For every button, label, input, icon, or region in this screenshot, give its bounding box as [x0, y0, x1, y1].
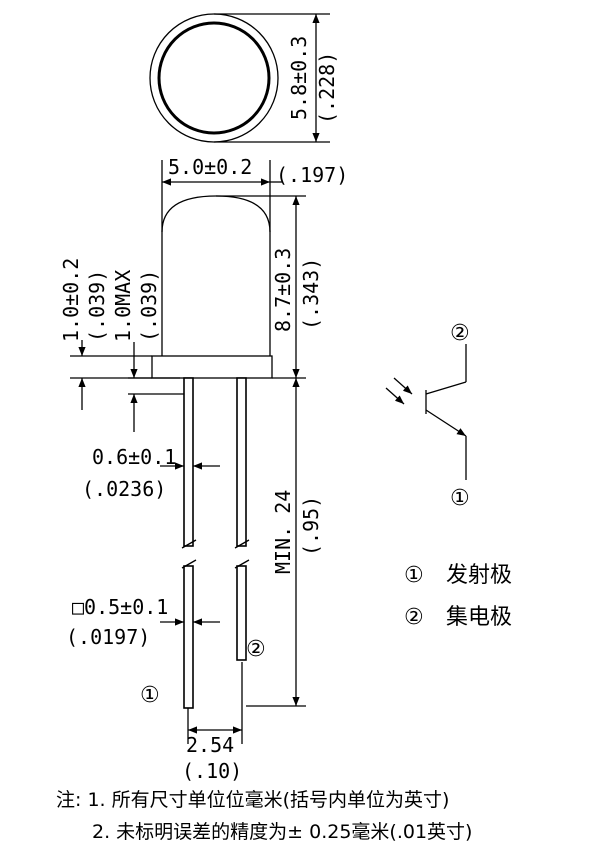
legend-pin1-marker: ① — [404, 563, 424, 588]
note-line-2: 2. 未标明误差的精度为± 0.25毫米(.01英寸) — [92, 821, 472, 843]
lead-square-mm-label: □0.5±0.1 — [72, 595, 168, 619]
body-height-mm-label: 8.7±0.3 — [271, 248, 295, 332]
notes: 注: 1. 所有尺寸单位位毫米(括号内单位为英寸) 2. 未标明误差的精度为± … — [56, 789, 472, 843]
body-diameter-mm-label: 5.0±0.2 — [168, 155, 252, 179]
led-dome-body — [161, 195, 271, 356]
led-flange — [151, 355, 273, 379]
flange-height-mm-label: 1.0±0.2 — [59, 258, 83, 342]
legend-pin1-name: 发射极 — [446, 563, 512, 588]
top-view-outer-ring — [149, 13, 279, 143]
lead-square-in-label: (.0197) — [66, 625, 150, 649]
legend-pin2-marker: ② — [404, 605, 424, 630]
lead-length-mm-label: MIN. 24 — [271, 490, 295, 574]
legend-pin2-name: 集电极 — [446, 605, 512, 630]
lead-width-mm-label: 0.6±0.1 — [92, 445, 176, 469]
leads: 0.6±0.1 (.0236) □0.5±0.1 (.0197) MIN. 24… — [66, 377, 323, 783]
lead-pin1-upper — [183, 377, 194, 547]
pin-legend: ① 发射极 ② 集电极 — [404, 563, 512, 630]
lens-diameter-mm-label: 5.8±0.3 — [287, 36, 311, 120]
top-view-inner-ring — [157, 21, 271, 135]
phototransistor-symbol: ② ① — [385, 321, 470, 511]
lead-spacing-mm-label: 2.54 — [186, 733, 234, 757]
flange-max-mm-label: 1.0MAX — [111, 270, 135, 342]
lead-pin2-upper — [236, 377, 247, 547]
schematic-pin1-marker: ① — [450, 486, 470, 511]
light-arrow-2 — [393, 377, 413, 395]
schematic-pin2-marker: ② — [450, 321, 470, 346]
note-line-1: 注: 1. 所有尺寸单位位毫米(括号内单位为英寸) — [56, 789, 449, 811]
pin2-marker: ② — [246, 637, 266, 662]
side-view: 5.0±0.2 (.197) 8.7±0.3 (.343) 1.0±0.2 (.… — [59, 155, 348, 432]
emitter-line — [425, 409, 467, 437]
flange-max-in-label: (.039) — [137, 270, 161, 342]
lead-pin1-lower — [183, 565, 194, 709]
flange-height-in-label: (.039) — [85, 270, 109, 342]
pin1-marker: ① — [140, 683, 160, 708]
lead-length-in-label: (.95) — [299, 496, 323, 556]
top-view: 5.8±0.3 (.228) — [149, 13, 339, 143]
lens-diameter-in-label: (.228) — [315, 52, 339, 124]
body-diameter-in-label: (.197) — [276, 163, 348, 187]
lead-width-in-label: (.0236) — [82, 477, 166, 501]
lead-spacing-in-label: (.10) — [182, 759, 242, 783]
body-height-in-label: (.343) — [299, 258, 323, 330]
collector-line — [425, 381, 467, 395]
light-arrow-1 — [385, 387, 405, 405]
lead-pin2-lower — [236, 565, 247, 661]
